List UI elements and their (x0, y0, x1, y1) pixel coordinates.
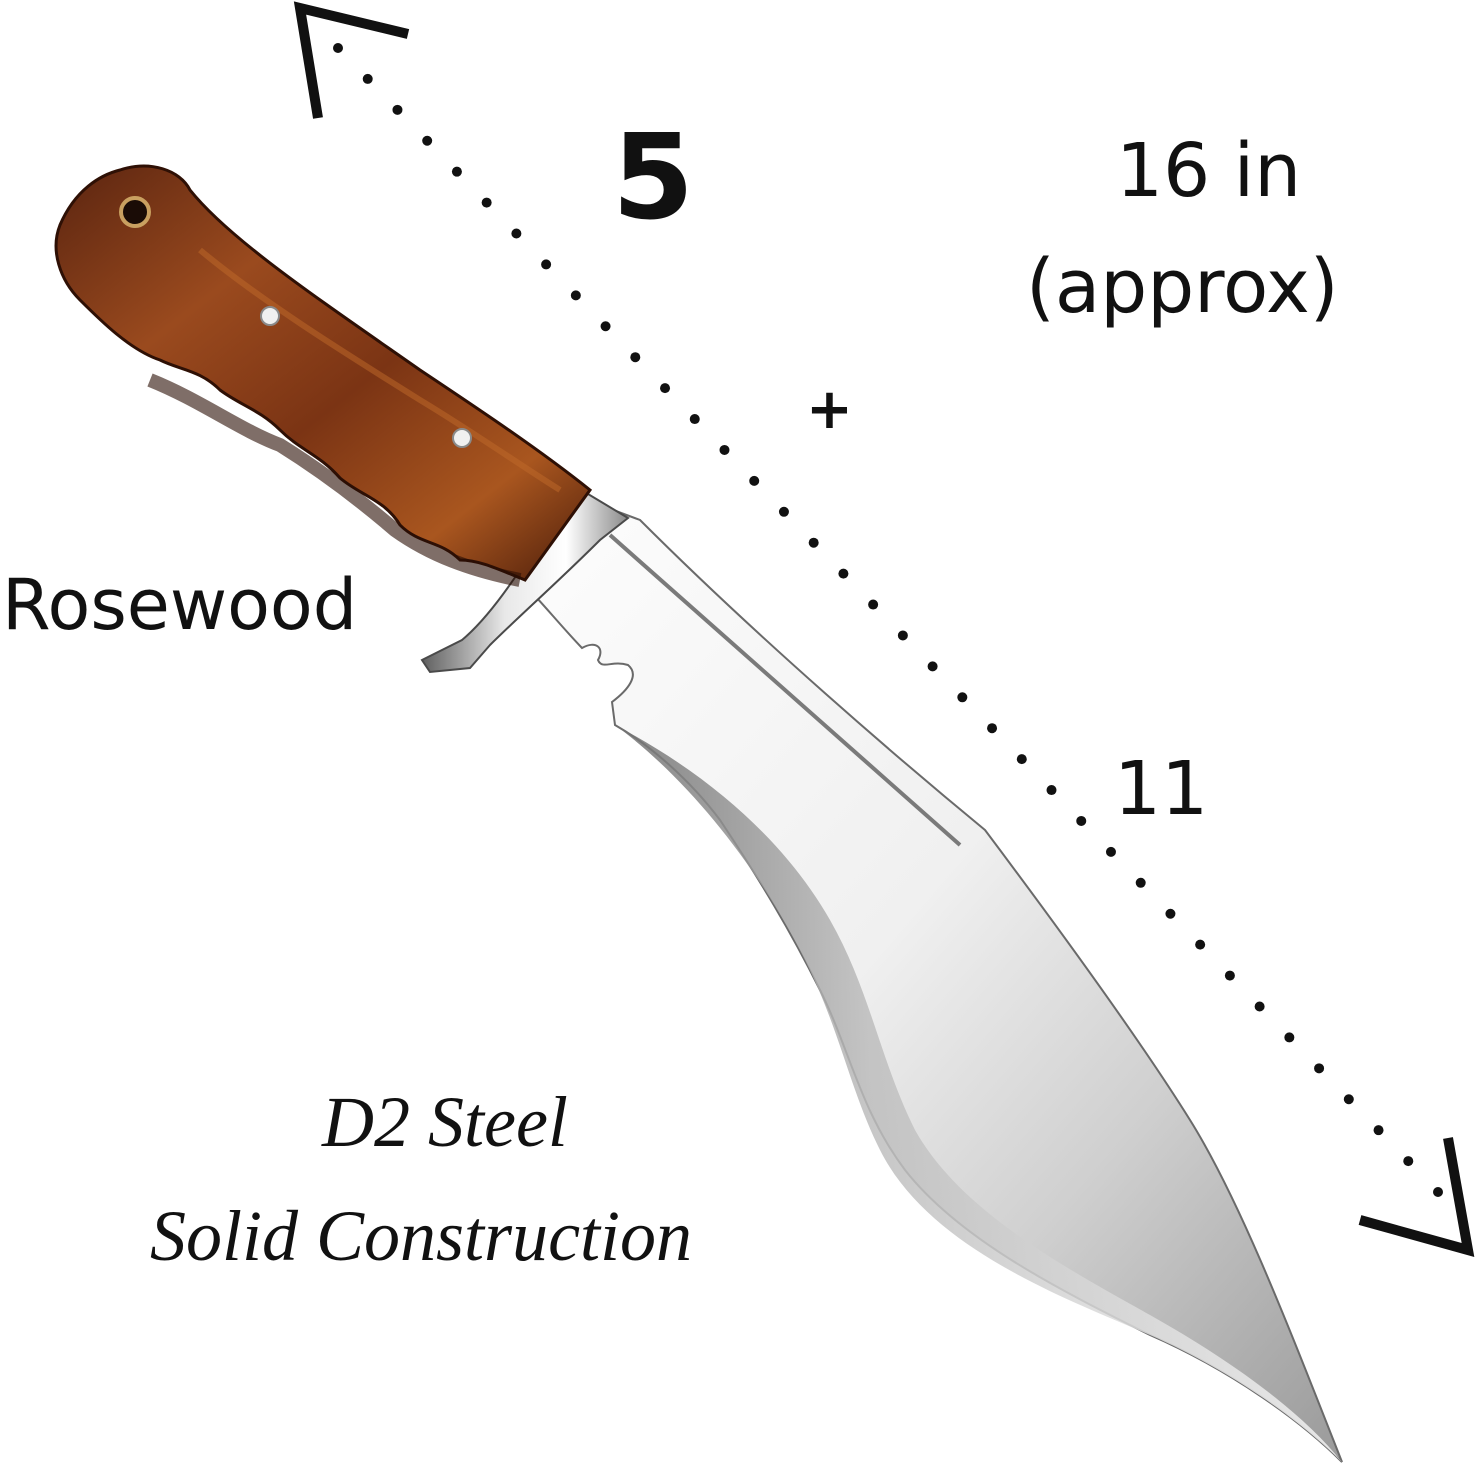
handle (54, 164, 593, 587)
dot (1195, 939, 1206, 950)
arrowhead-bottom (1358, 1137, 1475, 1257)
dot (957, 692, 968, 703)
dot (838, 568, 849, 579)
total-length-label: 16 in (1116, 128, 1302, 214)
dot (481, 197, 492, 208)
dot (1135, 877, 1146, 888)
rivet (119, 196, 151, 228)
dot (808, 537, 819, 548)
steel-label: D2 Steel (322, 1082, 568, 1162)
blade-length-label: 11 (1114, 746, 1209, 832)
dot (333, 43, 343, 53)
dot (392, 104, 403, 115)
dot (422, 135, 433, 146)
dot (1343, 1094, 1354, 1105)
dot (778, 506, 789, 517)
dot (868, 599, 879, 610)
fuller-line (608, 533, 962, 847)
arrowhead-top (293, 1, 410, 119)
dot (689, 414, 700, 425)
dot (1076, 815, 1087, 826)
dot (1284, 1032, 1295, 1043)
dot (362, 73, 373, 84)
rivet (452, 428, 472, 448)
dot (660, 383, 671, 394)
total-length-approx-label: (approx) (1026, 244, 1339, 330)
dot (451, 166, 462, 177)
handle-length-label: 5 (612, 108, 695, 246)
dot (511, 228, 522, 239)
dot (1254, 1001, 1265, 1012)
dot (1016, 754, 1027, 765)
dot (927, 661, 938, 672)
dot (1433, 1187, 1443, 1197)
blade (518, 503, 1343, 1463)
dot (570, 290, 581, 301)
dot (1403, 1156, 1414, 1167)
dot (749, 475, 760, 486)
dot (1224, 970, 1235, 981)
dot (897, 630, 908, 641)
measure-arrow-icon (293, 1, 1475, 1257)
construction-label: Solid Construction (150, 1196, 693, 1276)
handle-material-label: Rosewood (2, 564, 358, 646)
dot (600, 321, 611, 332)
dot (987, 723, 998, 734)
dot (541, 259, 552, 270)
dot (1105, 846, 1116, 857)
dot (630, 352, 641, 363)
dot (719, 444, 730, 455)
dot (1314, 1063, 1325, 1074)
dot (1165, 908, 1176, 919)
rivet (260, 306, 280, 326)
plus-sign: + (806, 377, 853, 442)
dot (1373, 1125, 1384, 1136)
dot (1046, 785, 1057, 796)
